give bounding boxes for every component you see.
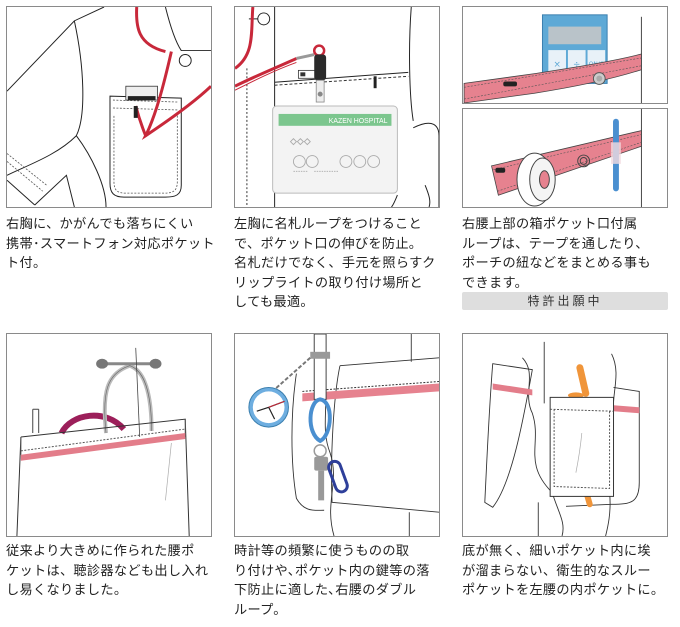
caption-through-pocket: 底が無く、細いポケット内に埃 が溜まらない、衛生的なスルー ポケットを左腰の内ポ… xyxy=(462,544,665,599)
caption-name-tag-loop: 左胸に名札ループをつけること で、ポケット口の伸びを防止。 名札だけでなく、手元… xyxy=(234,217,436,311)
image-name-tag-loop: KAZEN HOSPITAL xyxy=(234,6,440,208)
illustration-watch-and-keys xyxy=(248,334,439,536)
patent-pending-badge: 特許出願中 xyxy=(462,292,668,310)
caption-double-loop: 時計等の頻繁に使うものの取 り付けや､ポケット内の鍵等の落 下防止に適した､右腰… xyxy=(234,544,430,618)
calc-key-divide: ÷ xyxy=(573,60,580,70)
image-double-loop xyxy=(234,333,440,537)
illustration-tape-and-pen xyxy=(491,109,642,207)
illustration-id-card: KAZEN HOSPITAL xyxy=(235,7,439,207)
image-through-pocket xyxy=(462,333,668,537)
image-box-pocket-calculator: × ÷ ON/C xyxy=(462,6,668,104)
illustration-inner-pocket xyxy=(484,341,640,536)
image-smartphone-pocket xyxy=(6,6,212,208)
image-box-pocket-tape xyxy=(462,108,668,208)
illustration-calculator: × ÷ ON/C xyxy=(463,14,642,103)
caption-smartphone-pocket: 右胸に、かがんでも落ちにくい 携帯･スマートフォン対応ポケット ト付。 xyxy=(6,217,215,272)
illustration-stethoscope xyxy=(16,347,190,536)
calc-key-multiply: × xyxy=(553,60,560,70)
hospital-name: KAZEN HOSPITAL xyxy=(329,118,388,125)
caption-large-waist-pocket: 従来より大きめに作られた腰ポ ケットは、聴診器なども出し入れ し易くなりました。 xyxy=(6,544,209,599)
image-large-waist-pocket xyxy=(6,333,212,537)
illustration-chest-pocket xyxy=(7,7,211,207)
caption-box-pocket-loop: 右腰上部の箱ポケット口付属 ループは、テープを通したり、 ポーチの紐などをまとめ… xyxy=(462,217,651,291)
